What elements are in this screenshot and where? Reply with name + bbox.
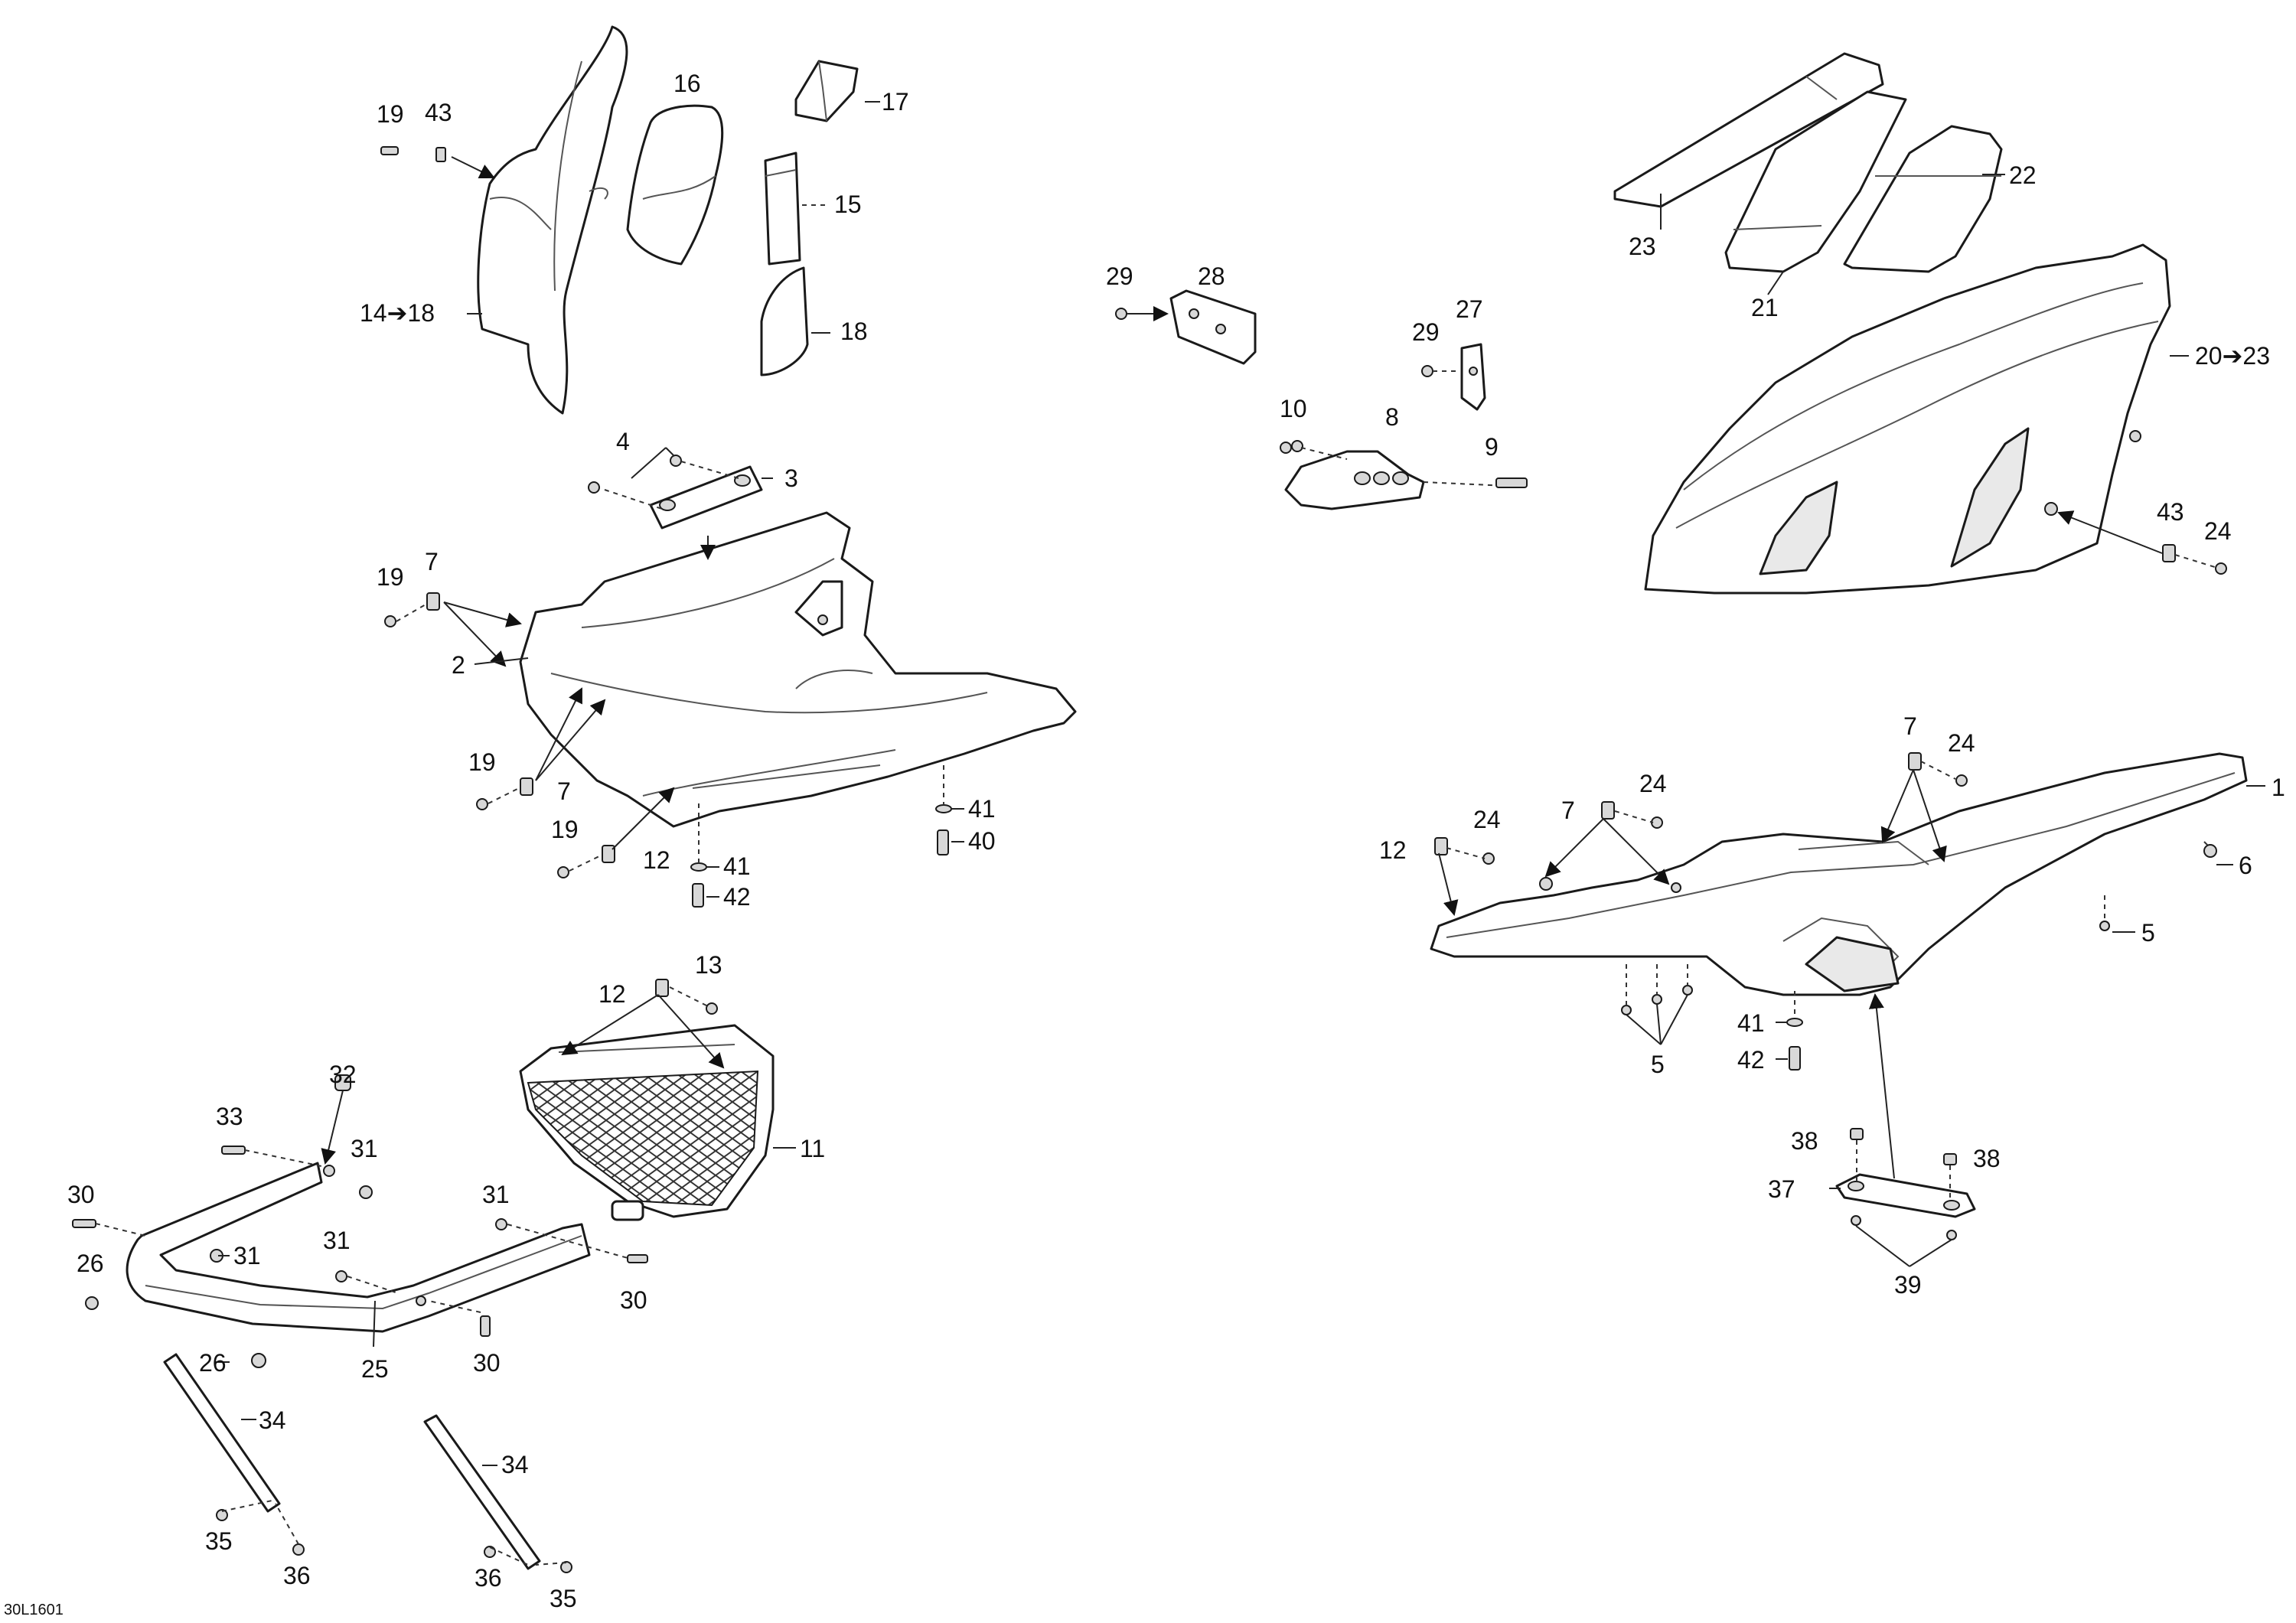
callout-13: 13 [695,951,722,979]
callout-35-left: 35 [205,1527,233,1555]
callout-28: 28 [1198,262,1225,290]
callout-2: 2 [452,651,465,679]
callout-5-right: 5 [2141,919,2155,947]
callout-38-left: 38 [1791,1127,1818,1155]
callout-36-right: 36 [475,1564,502,1592]
callout-8: 8 [1385,403,1399,431]
callout-31-mid: 31 [482,1181,510,1208]
callout-23: 23 [1629,233,1656,260]
insert-18 [760,266,809,376]
callout-19-bottom: 19 [551,816,579,843]
bracket-34-right [423,1414,541,1570]
callout-34-left: 34 [259,1406,286,1434]
callout-30-bottom: 30 [473,1349,501,1377]
callout-40: 40 [968,827,996,855]
callout-25: 25 [361,1355,389,1383]
callout-20-to-23: 20➔23 [2195,342,2270,370]
callout-32: 32 [329,1061,357,1088]
leader-lines [95,101,2265,1566]
callout-36-left: 36 [283,1562,311,1589]
callout-43-top: 43 [425,99,452,126]
callout-18: 18 [840,318,868,345]
callout-41-lower: 41 [723,852,751,880]
callout-38-right: 38 [1973,1145,2001,1172]
callout-31-left: 31 [233,1242,261,1269]
callout-24-left: 24 [1473,806,1501,833]
bracket-8 [1284,450,1528,510]
callout-43-right: 43 [2157,498,2184,526]
callout-7-center: 7 [1561,797,1575,824]
callout-15: 15 [834,191,862,218]
callout-12-left: 12 [643,846,670,874]
bracket-28 [1169,289,1257,365]
callout-19-lower: 19 [468,748,496,776]
lower-pan-1 [1430,752,2248,996]
callout-19-top: 19 [377,100,404,128]
callout-17: 17 [882,88,909,116]
callout-31-upper: 31 [351,1135,378,1162]
side-panel-left [477,25,628,415]
grille-11 [519,1024,775,1221]
callout-29-right: 29 [1412,318,1440,346]
callout-5-bottom: 5 [1651,1051,1665,1078]
callout-26-bottom: 26 [199,1349,227,1377]
callout-12-right: 12 [1379,836,1407,864]
callout-12-grille: 12 [598,980,626,1008]
callout-24-center: 24 [1639,770,1667,797]
callout-24-top-right: 24 [2204,517,2232,545]
bracket-27 [1460,343,1486,411]
callout-4: 4 [616,428,630,455]
callout-31-center: 31 [323,1227,351,1254]
callout-7-upper: 7 [425,548,439,575]
callout-6: 6 [2239,852,2252,879]
insert-23 [1613,52,1884,208]
callout-3: 3 [784,464,798,492]
callout-26-left: 26 [77,1250,104,1277]
callout-7-lower: 7 [557,777,571,805]
bracket-34-left [163,1353,281,1513]
side-panel-20 [1644,243,2171,595]
callout-42-right: 42 [1737,1046,1765,1074]
lower-pan-2 [519,511,1077,828]
callout-41-right: 41 [1737,1009,1765,1037]
callout-19-mid: 19 [377,563,404,591]
insert-16 [626,104,724,266]
insert-17 [794,60,859,122]
callout-30-left: 30 [67,1181,95,1208]
plate-3 [649,465,763,530]
callout-39: 39 [1894,1271,1922,1299]
callout-7-right: 7 [1903,712,1917,740]
callout-35-right: 35 [550,1585,577,1612]
callout-16: 16 [673,70,701,97]
callout-33: 33 [216,1103,243,1130]
bumper-25 [126,1162,591,1333]
callout-1: 1 [2272,774,2285,801]
callout-9: 9 [1485,433,1499,461]
callout-22: 22 [2009,161,2037,189]
callout-24-right: 24 [1948,729,1975,757]
reference-code: 30L1601 [4,1602,64,1618]
callouts: 19 43 16 17 15 14➔18 18 4 3 19 7 2 19 7 … [4,70,2285,1618]
callout-11: 11 [800,1135,825,1162]
callout-27: 27 [1456,295,1483,323]
callout-29-left: 29 [1106,262,1133,290]
callout-14-to-18: 14➔18 [360,299,435,327]
callout-37: 37 [1768,1175,1795,1203]
callout-30-right: 30 [620,1286,647,1314]
insert-15 [764,152,801,266]
callout-21: 21 [1751,294,1779,321]
insert-21 [1724,90,1907,273]
callout-42-left: 42 [723,883,751,911]
callout-41-upper: 41 [968,795,996,823]
callout-34-right: 34 [501,1451,529,1478]
callout-10: 10 [1280,395,1307,422]
